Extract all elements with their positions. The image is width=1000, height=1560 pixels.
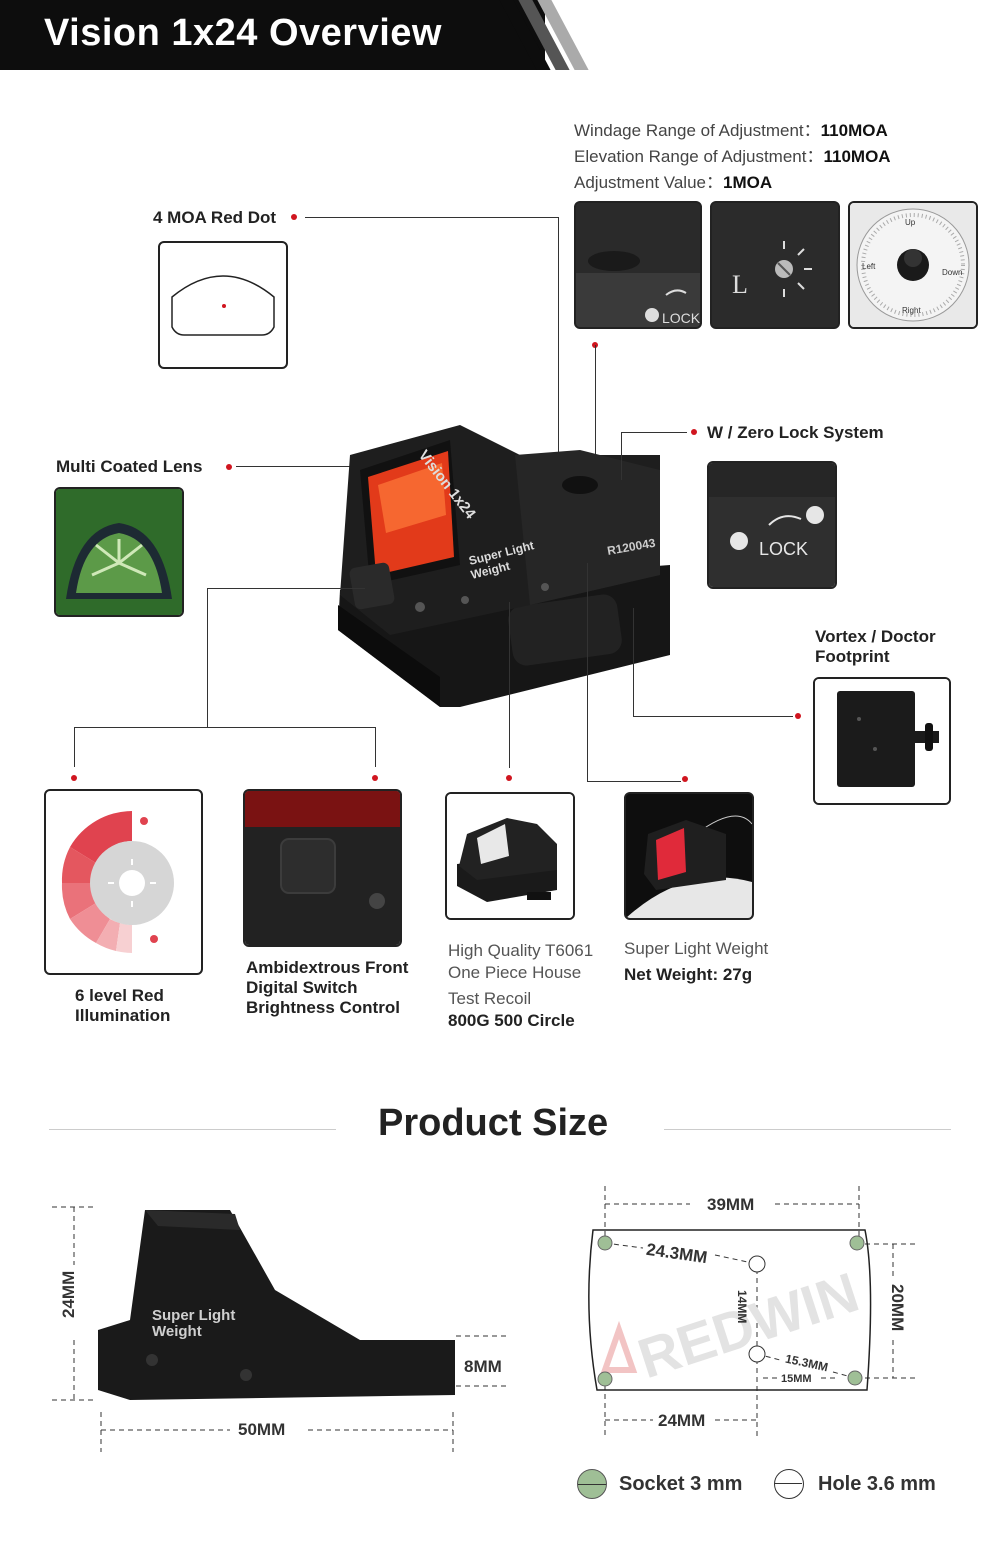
zero-lock-image: LOCK [707, 461, 837, 589]
divider [49, 1129, 336, 1130]
header-banner [0, 0, 545, 70]
elevation-knob-image: L [710, 201, 840, 329]
red-dot-reticle-image [158, 241, 288, 369]
side-view-diagram: Super Light Weight [40, 1190, 520, 1460]
callout-dot [71, 775, 77, 781]
callout-dot [691, 429, 697, 435]
bottom-width-label: 24MM [658, 1411, 706, 1430]
callout-dot [226, 464, 232, 470]
lens-image [54, 487, 184, 617]
callout-line [74, 727, 75, 767]
callout-line [633, 608, 634, 716]
callout-dot [682, 776, 688, 782]
product-size-title: Product Size [378, 1102, 609, 1144]
svg-text:LOCK: LOCK [759, 539, 808, 559]
callout-line [587, 563, 588, 781]
switch-image [243, 789, 402, 947]
svg-text:Right: Right [902, 306, 921, 315]
callout-line [633, 716, 793, 717]
edge-offset-label: 15MM [781, 1373, 812, 1385]
callout-line [621, 432, 687, 433]
weight-image [624, 792, 754, 920]
dial-image: Up Down Left Right [848, 201, 978, 329]
svg-text:Up: Up [905, 218, 916, 227]
callout-line [375, 727, 376, 767]
side-length-label: 50MM [238, 1420, 286, 1439]
side-height-label: 24MM [59, 1270, 78, 1318]
hole-legend: Hole 3.6 mm [818, 1473, 936, 1495]
plate-height-label: 20MM [888, 1284, 907, 1332]
svg-text:LOCK: LOCK [662, 310, 700, 326]
svg-text:L: L [732, 270, 748, 299]
lens-label: Multi Coated Lens [56, 457, 203, 476]
divider [664, 1129, 951, 1130]
weight-label: Super Light Weight Net Weight: 27g [624, 939, 769, 984]
svg-text:Down: Down [942, 268, 962, 277]
page-title: Vision 1x24 Overview [44, 12, 442, 54]
illumination-image [44, 789, 203, 975]
footprint-image [813, 677, 951, 805]
callout-dot [291, 214, 297, 220]
callout-line [558, 217, 559, 500]
callout-line [207, 588, 208, 728]
svg-text:Super Light: Super Light [152, 1307, 235, 1324]
callout-line [587, 781, 681, 782]
callout-dot [506, 775, 512, 781]
svg-text:Left: Left [862, 262, 876, 271]
windage-knob-image: LOCK [574, 201, 702, 329]
callout-line [509, 602, 510, 768]
callout-line [621, 432, 622, 480]
callout-dot [795, 713, 801, 719]
windage-spec: Windage Range of Adjustment：110MOA [574, 121, 888, 140]
callout-line [207, 588, 365, 589]
product-main-image: Vision 1x24 Super Light Weight R120043 [330, 415, 675, 710]
socket-icon [577, 1469, 607, 1499]
svg-text:REDWIN: REDWIN [630, 1260, 865, 1390]
svg-text:Weight: Weight [152, 1323, 202, 1340]
footprint-diagram: REDWIN [575, 1180, 925, 1440]
hole-icon [774, 1469, 804, 1499]
plate-width-label: 39MM [707, 1195, 755, 1214]
zero-lock-label: W / Zero Lock System [707, 423, 884, 442]
adjustment-spec: Adjustment Value：1MOA [574, 173, 773, 192]
side-mount-height-label: 8MM [464, 1357, 502, 1376]
red-dot-label: 4 MOA Red Dot [153, 208, 277, 227]
socket-legend: Socket 3 mm [619, 1473, 743, 1495]
elevation-spec: Elevation Range of Adjustment：110MOA [574, 147, 891, 166]
callout-line [236, 466, 386, 467]
housing-image [445, 792, 575, 920]
hole-vertical-label: 14MM [735, 1290, 749, 1324]
callout-dot [372, 775, 378, 781]
callout-line [305, 217, 559, 218]
callout-line [595, 345, 596, 480]
callout-line [74, 727, 375, 728]
